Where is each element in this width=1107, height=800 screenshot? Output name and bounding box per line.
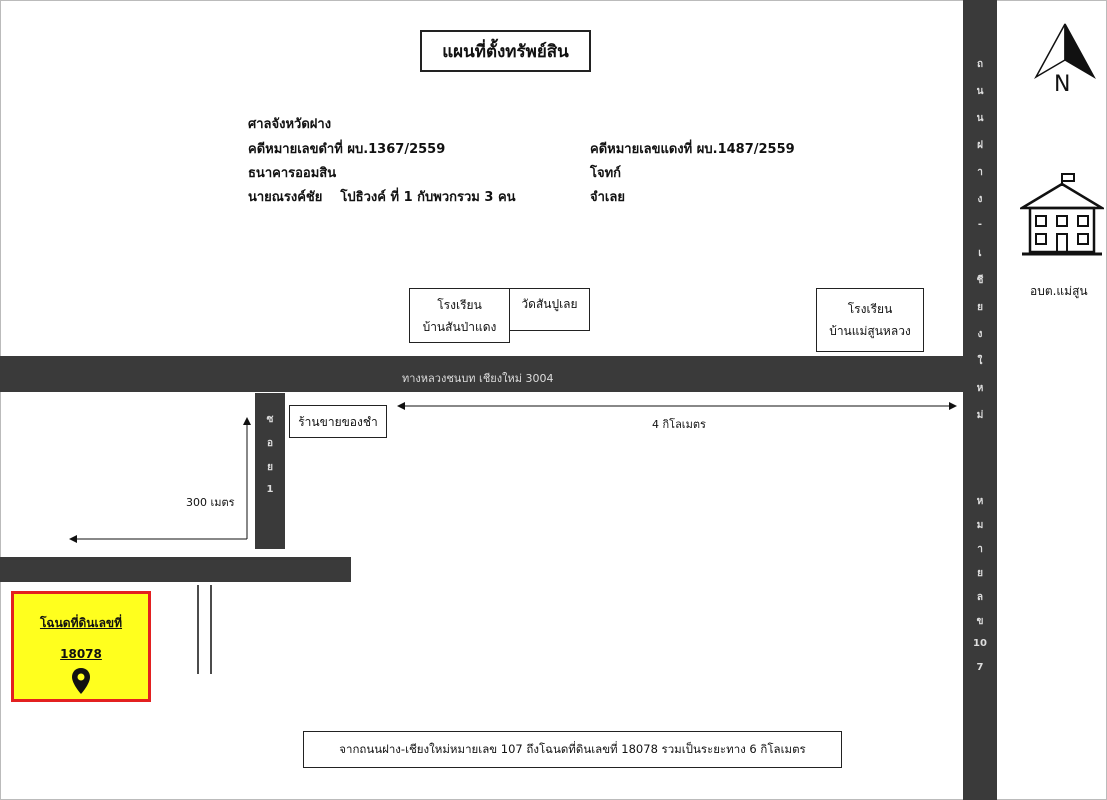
road-107-char-top-0: ถ <box>976 59 984 70</box>
school-ban-san-pa-daeng: โรงเรียน บ้านสันป่าแดง <box>409 288 510 343</box>
three-hundred-m-label: 300 เมตร <box>186 496 235 509</box>
soi-1-char-0: ซ <box>266 414 274 425</box>
road-107-char-top-4: า <box>977 167 983 178</box>
temple-san-pu-loei: วัดสันปูเลย <box>509 288 590 331</box>
school2-line1: โรงเรียน <box>847 302 893 316</box>
grocery-shop: ร้านขายของชำ <box>289 405 387 438</box>
road-107-char-top-9: ย <box>977 302 983 313</box>
road-107-char-top-13: ม่ <box>976 410 984 421</box>
road-107-char-top-11: ใ <box>977 356 983 367</box>
road-107-char-top-7: เ <box>978 248 982 259</box>
soi-1-char-1: อ <box>266 438 273 449</box>
soi-1-road <box>255 393 285 549</box>
school1-line2: บ้านสันป่าแดง <box>422 319 497 334</box>
school-ban-mae-sun-luang: โรงเรียน บ้านแม่สูนหลวง <box>816 288 924 352</box>
lower-road <box>0 557 351 582</box>
school2-line2: บ้านแม่สูนหลวง <box>829 324 911 338</box>
plaintiff-role: โจทก์ <box>590 166 622 181</box>
road-107-char-top-3: ฝ <box>977 140 983 151</box>
road-107-char-top-2: น <box>976 113 984 124</box>
red-case-number: คดีหมายเลขแดงที่ ผบ.1487/2559 <box>590 142 795 157</box>
plaintiff-name: ธนาคารออมสิน <box>248 166 337 181</box>
road-107-char-bottom-5: ข <box>976 616 984 627</box>
road-107-char-bottom-1: ม <box>976 520 984 531</box>
defendant-name: นายณรงค์ชัย โปธิวงค์ ที่ 1 กับพวกรวม 3 ค… <box>248 190 516 205</box>
location-pin-icon <box>72 668 90 694</box>
road-107-char-bottom-4: ล <box>976 592 984 603</box>
road-107-char-top-10: ง <box>977 329 983 340</box>
road-107-char-bottom-6: 10 <box>973 638 987 649</box>
highway-3004 <box>0 356 963 392</box>
school1-line1: โรงเรียน <box>437 297 482 312</box>
highway-3004-label: ทางหลวงชนบท เชียงใหม่ 3004 <box>402 372 554 385</box>
route-note: จากถนนฝาง-เชียงใหม่หมายเลข 107 ถึงโฉนดที… <box>303 731 842 768</box>
soi-1-char-2: ย <box>267 462 273 473</box>
parcel-number: 18078 <box>60 647 102 661</box>
black-case-number: คดีหมายเลขดำที่ ผบ.1367/2559 <box>248 142 446 157</box>
soi-1-char-3: 1 <box>266 484 274 495</box>
map-title: แผนที่ตั้งทรัพย์สิน <box>420 30 591 72</box>
road-107-char-bottom-7: 7 <box>976 662 984 673</box>
road-107-char-top-8: ชี <box>976 275 984 286</box>
road-107-char-top-12: ห <box>976 383 984 394</box>
road-107-char-top-1: น <box>976 86 984 97</box>
road-107 <box>963 0 997 800</box>
shop-label: ร้านขายของชำ <box>298 414 378 429</box>
north-label: N <box>1054 72 1071 97</box>
land-parcel-18078: โฉนดที่ดินเลขที่ 18078 <box>11 591 151 702</box>
building-icon <box>1020 173 1104 256</box>
defendant-role: จำเลย <box>590 190 625 205</box>
office-label: อบต.แม่สูน <box>1030 284 1088 298</box>
road-107-char-top-5: ง <box>977 194 983 205</box>
parcel-label: โฉนดที่ดินเลขที่ <box>39 616 123 630</box>
court-name: ศาลจังหวัดฝาง <box>248 117 332 132</box>
road-107-char-bottom-0: ห <box>976 496 984 507</box>
north-arrow-icon <box>1034 23 1096 80</box>
road-107-char-bottom-3: ย <box>977 568 983 579</box>
temple-label: วัดสันปูเลย <box>521 297 578 311</box>
road-107-char-bottom-2: า <box>977 544 983 555</box>
four-km-label: 4 กิโลเมตร <box>652 418 706 431</box>
road-107-char-top-6: - <box>977 219 983 230</box>
